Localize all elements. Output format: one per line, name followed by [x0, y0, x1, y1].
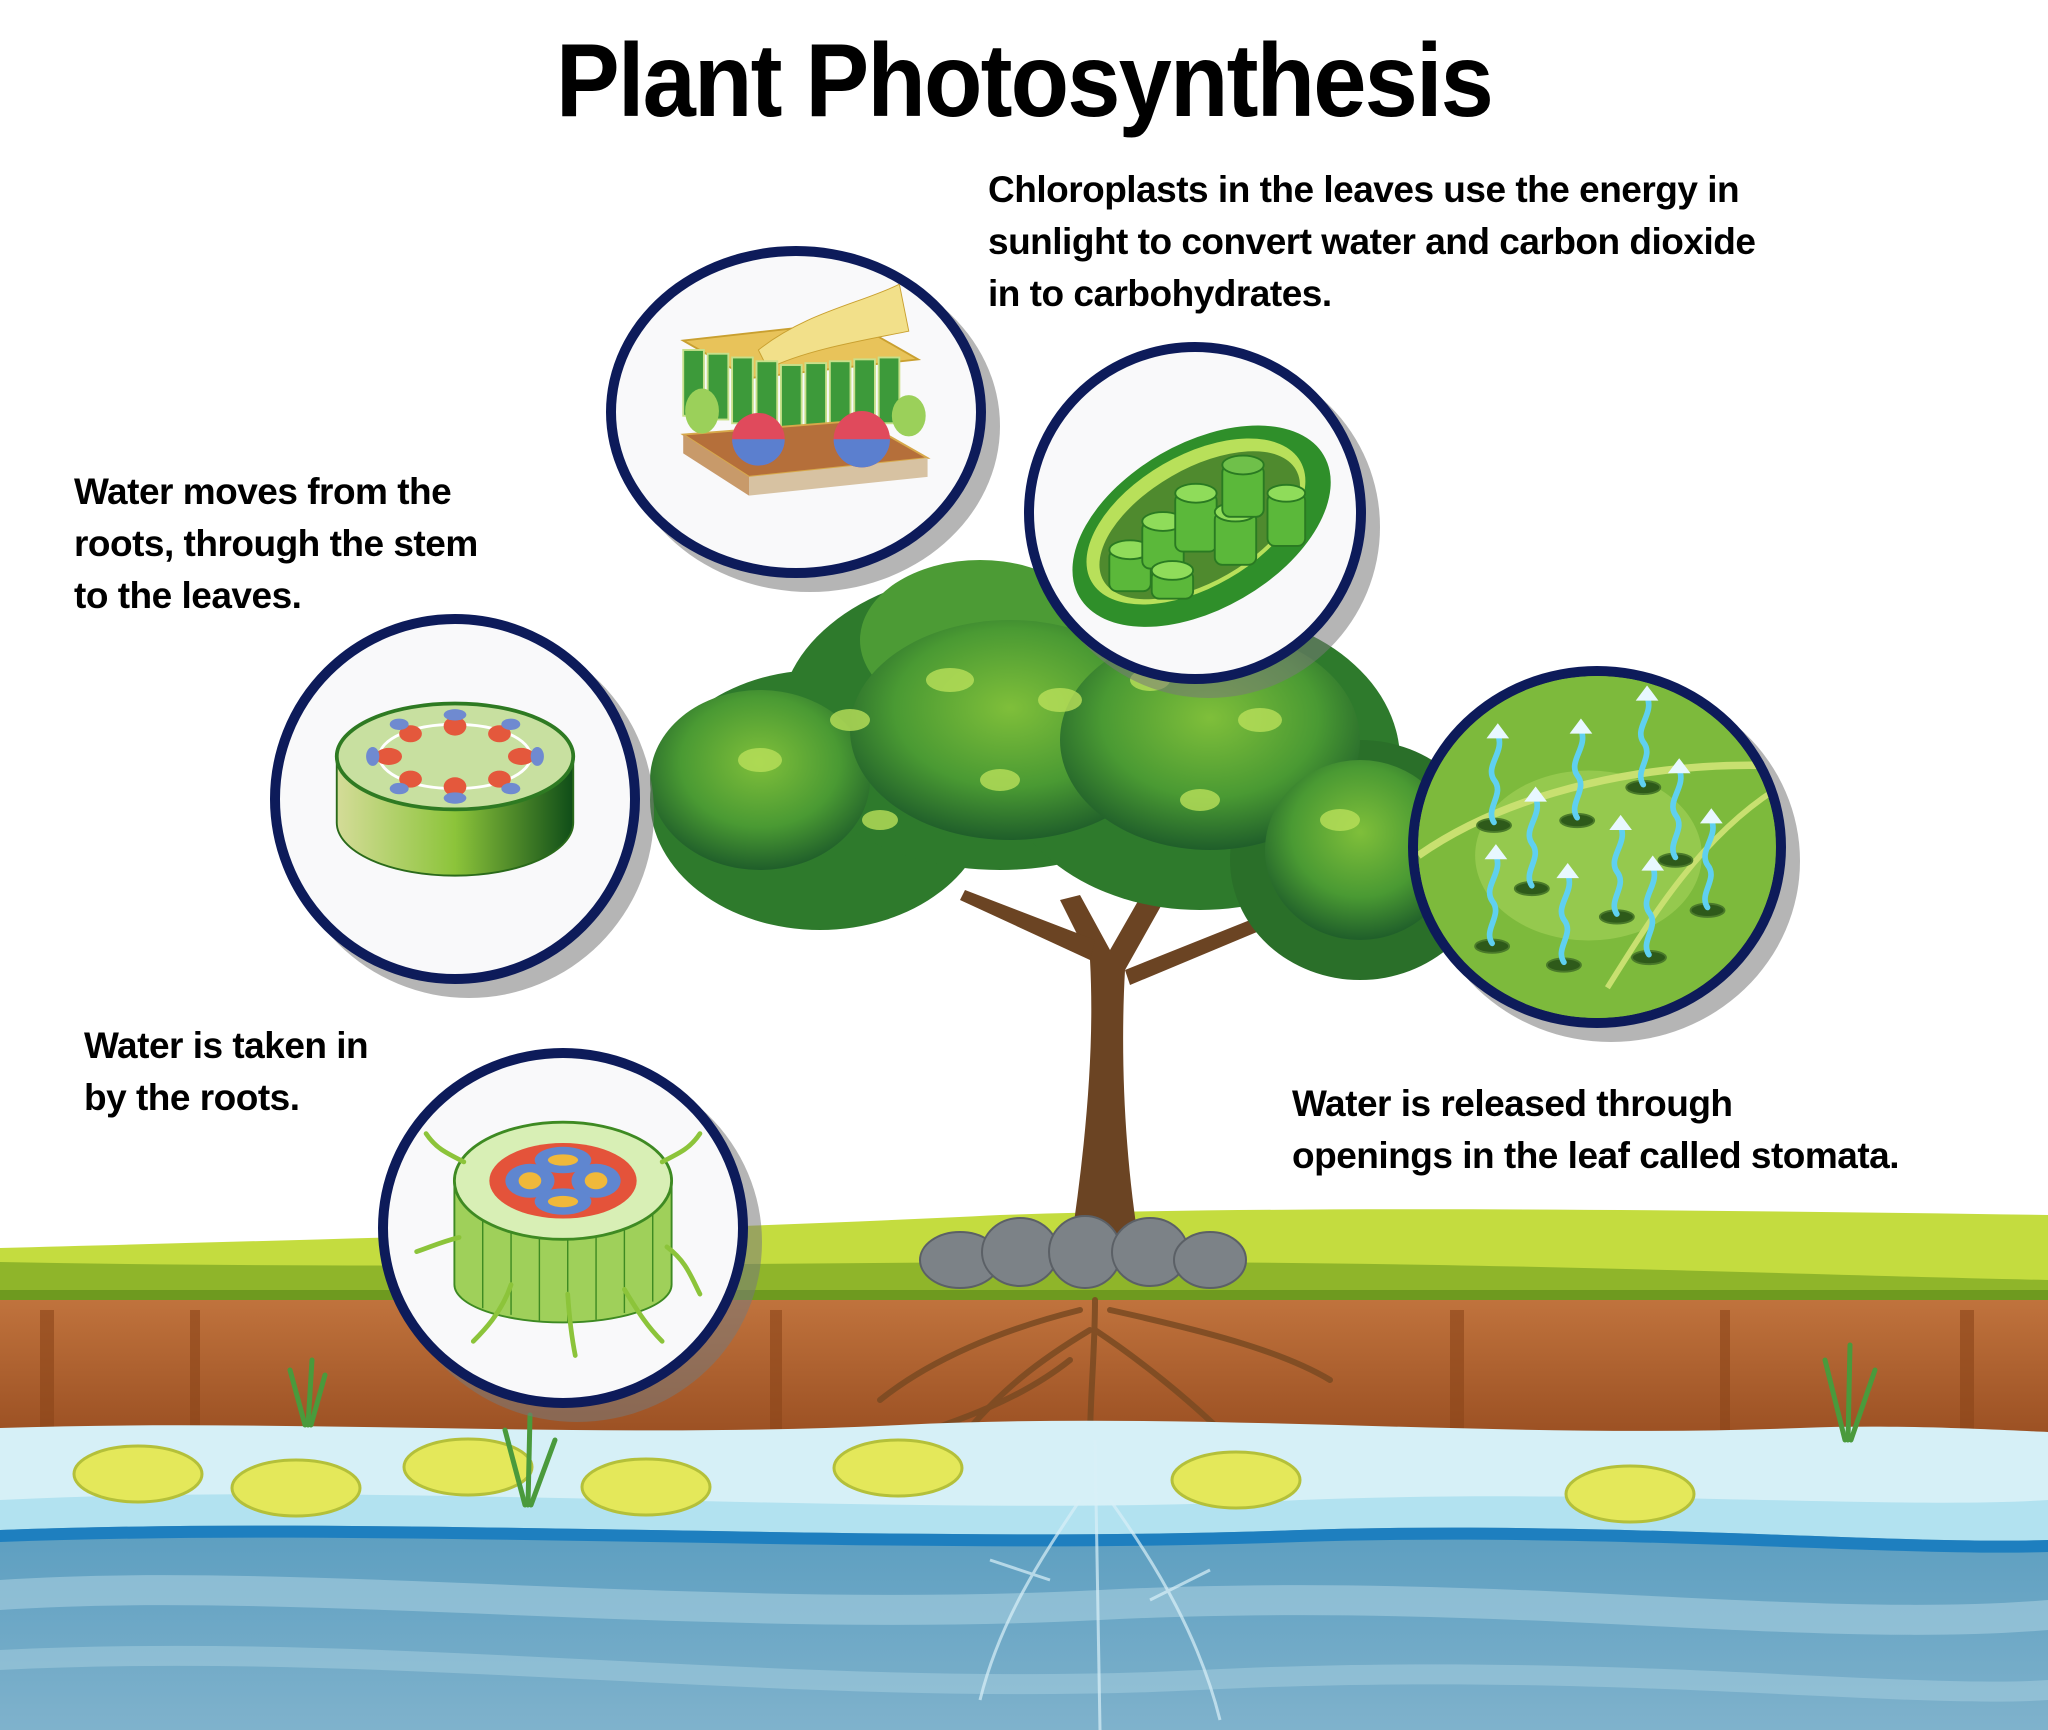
stem-cross-section-icon: [334, 701, 576, 877]
lily-pads: [72, 1437, 1696, 1524]
reeds: [287, 1342, 1878, 1508]
caption-stem: Water moves from the roots, through the …: [74, 471, 478, 616]
inset-root-cross-section: [378, 1048, 748, 1408]
rocks: [919, 1215, 1247, 1289]
caption-chloroplast: Chloroplasts in the leaves use the energ…: [988, 169, 1756, 314]
caption-stomata: Water is released through openings in th…: [1292, 1083, 1900, 1176]
stomata-leaf-icon: [1418, 676, 1776, 1018]
leaf-cross-section-icon: [680, 283, 931, 496]
inset-stomata: [1408, 666, 1786, 1028]
page-title: Plant Photosynthesis: [555, 23, 1494, 139]
water-vapor-arrows: [1486, 693, 1716, 966]
caption-roots: Water is taken in by the roots.: [84, 1025, 369, 1118]
inset-stem-cross-section: [270, 614, 640, 984]
deep-water: [0, 1439, 2048, 1730]
tree-trunk: [960, 880, 1305, 1250]
inset-leaf-cross-section: [606, 246, 986, 578]
inset-chloroplast: [1024, 342, 1366, 684]
chloroplast-icon: [1072, 425, 1331, 627]
soil-layer: [0, 1297, 2048, 1443]
root-cross-section-icon: [414, 1120, 703, 1358]
